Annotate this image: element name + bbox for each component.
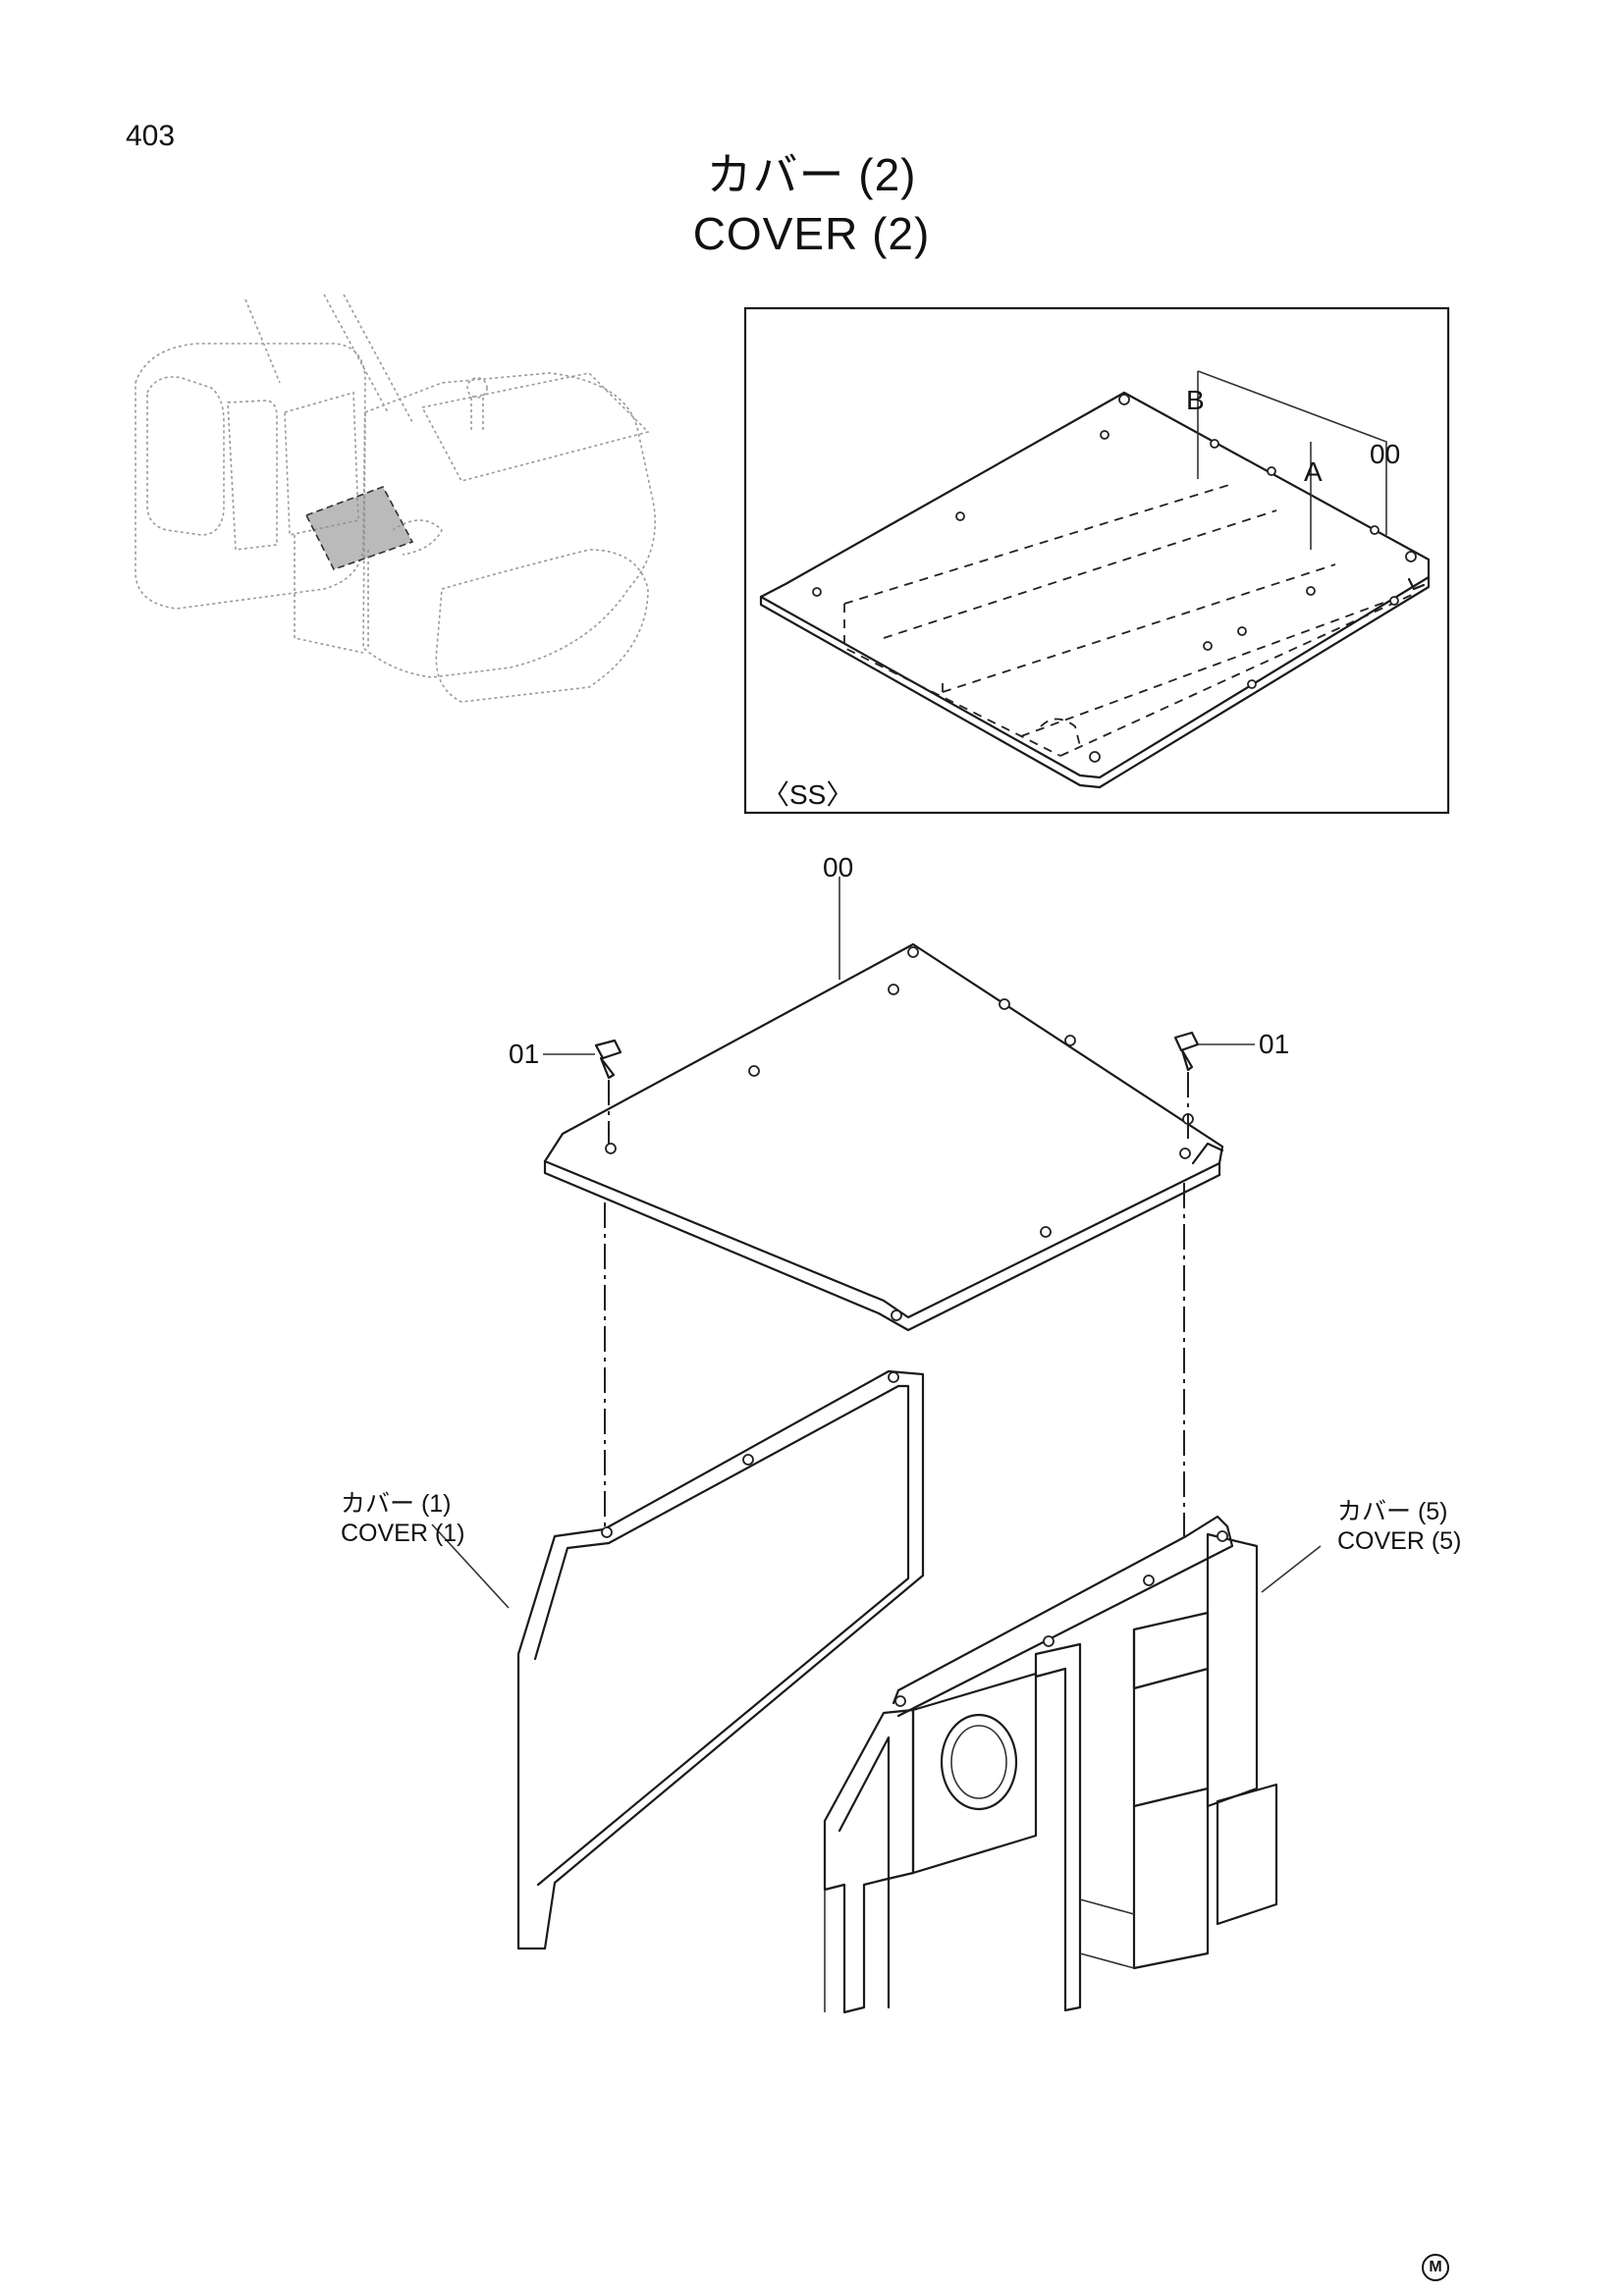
circled-m-mark: M	[1422, 2254, 1449, 2281]
reference-cover-1: カバー (1) COVER (1)	[341, 1489, 464, 1548]
detail-callout-a: A	[1304, 456, 1323, 487]
detail-view-ss	[743, 306, 1450, 815]
detail-callout-00: 00	[1370, 439, 1401, 469]
reference-cover-1-ja: カバー (1)	[341, 1490, 452, 1518]
cover-1-frame	[431, 1369, 925, 1950]
callout-00-cover: 00	[823, 852, 854, 882]
detail-view-label: 〈SS〉	[762, 779, 854, 810]
page-number: 403	[126, 120, 176, 152]
cover-plate-00	[543, 877, 1224, 1332]
title-japanese: カバー (2)	[706, 149, 917, 200]
detail-callout-b: B	[1186, 385, 1205, 415]
callout-01-bolt-right: 01	[1259, 1029, 1290, 1059]
excavator-location-sketch	[135, 294, 656, 703]
bolt-01-right	[1173, 1031, 1255, 1144]
title-english: COVER (2)	[692, 208, 931, 259]
reference-cover-5: カバー (5) COVER (5)	[1337, 1497, 1461, 1556]
reference-cover-5-en: COVER (5)	[1337, 1527, 1462, 1555]
reference-cover-5-ja: カバー (5)	[1337, 1498, 1448, 1525]
callout-01-bolt-left: 01	[509, 1039, 540, 1069]
reference-cover-1-en: COVER (1)	[341, 1520, 465, 1547]
bolt-01-left	[543, 1039, 622, 1144]
page-title: カバー (2) COVER (2)	[0, 145, 1623, 263]
cover-5-assembly	[823, 1515, 1322, 2014]
